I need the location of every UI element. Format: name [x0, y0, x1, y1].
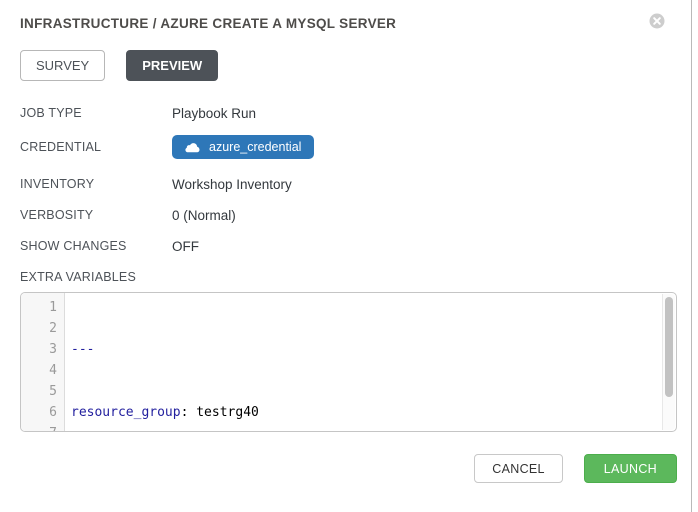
credential-badge-label: azure_credential — [209, 140, 302, 154]
row-inventory: INVENTORY Workshop Inventory — [20, 175, 677, 193]
code-line: resource_group: testrg40 — [71, 405, 259, 420]
verbosity-label: VERBOSITY — [20, 208, 94, 222]
code-line: --- — [71, 342, 95, 357]
line-number: 4 — [49, 363, 57, 378]
modal-footer: CANCEL LAUNCH — [20, 454, 677, 483]
extra-variables-editor[interactable]: 1 2 3 4 5 6 7 --- resource_group: testrg… — [20, 292, 677, 432]
line-number: 7 — [21, 423, 57, 431]
credential-label: CREDENTIAL — [20, 140, 102, 154]
row-credential: CREDENTIAL azure_credential — [20, 135, 677, 159]
launch-button[interactable]: LAUNCH — [583, 454, 677, 483]
close-icon[interactable] — [649, 13, 665, 29]
row-job-type: JOB TYPE Playbook Run — [20, 104, 677, 122]
tab-preview[interactable]: PREVIEW — [126, 50, 219, 81]
job-type-value: Playbook Run — [172, 105, 257, 121]
line-number: 1 — [49, 300, 57, 315]
line-number: 6 — [49, 405, 57, 420]
line-number: 3 — [49, 342, 57, 357]
line-number: 2 — [49, 321, 57, 336]
code-scroller: 1 2 3 4 5 6 7 --- resource_group: testrg… — [21, 293, 676, 431]
editor-scrollbar-track[interactable] — [662, 294, 675, 430]
credential-badge: azure_credential — [172, 135, 315, 159]
modal-tabs: SURVEY PREVIEW — [20, 50, 677, 81]
code-content[interactable]: --- resource_group: testrg40 location: e… — [65, 293, 676, 431]
tab-survey[interactable]: SURVEY — [20, 50, 106, 81]
job-details: JOB TYPE Playbook Run CREDENTIAL azure_c… — [20, 104, 677, 286]
row-show-changes: SHOW CHANGES OFF — [20, 237, 677, 255]
modal-title: INFRASTRUCTURE / AZURE CREATE A MYSQL SE… — [20, 16, 397, 31]
show-changes-value: OFF — [172, 238, 199, 254]
show-changes-label: SHOW CHANGES — [20, 239, 127, 253]
line-number: 5 — [49, 384, 57, 399]
inventory-value: Workshop Inventory — [172, 176, 292, 192]
line-number-gutter: 1 2 3 4 5 6 7 — [21, 293, 65, 431]
cloud-icon — [185, 142, 200, 153]
extra-variables-label: EXTRA VARIABLES — [20, 270, 137, 284]
cancel-button[interactable]: CANCEL — [474, 454, 563, 483]
job-type-label: JOB TYPE — [20, 106, 82, 120]
modal-header: INFRASTRUCTURE / AZURE CREATE A MYSQL SE… — [20, 13, 677, 33]
row-verbosity: VERBOSITY 0 (Normal) — [20, 206, 677, 224]
inventory-label: INVENTORY — [20, 177, 95, 191]
editor-scrollbar-thumb[interactable] — [665, 297, 673, 397]
verbosity-value: 0 (Normal) — [172, 207, 236, 223]
